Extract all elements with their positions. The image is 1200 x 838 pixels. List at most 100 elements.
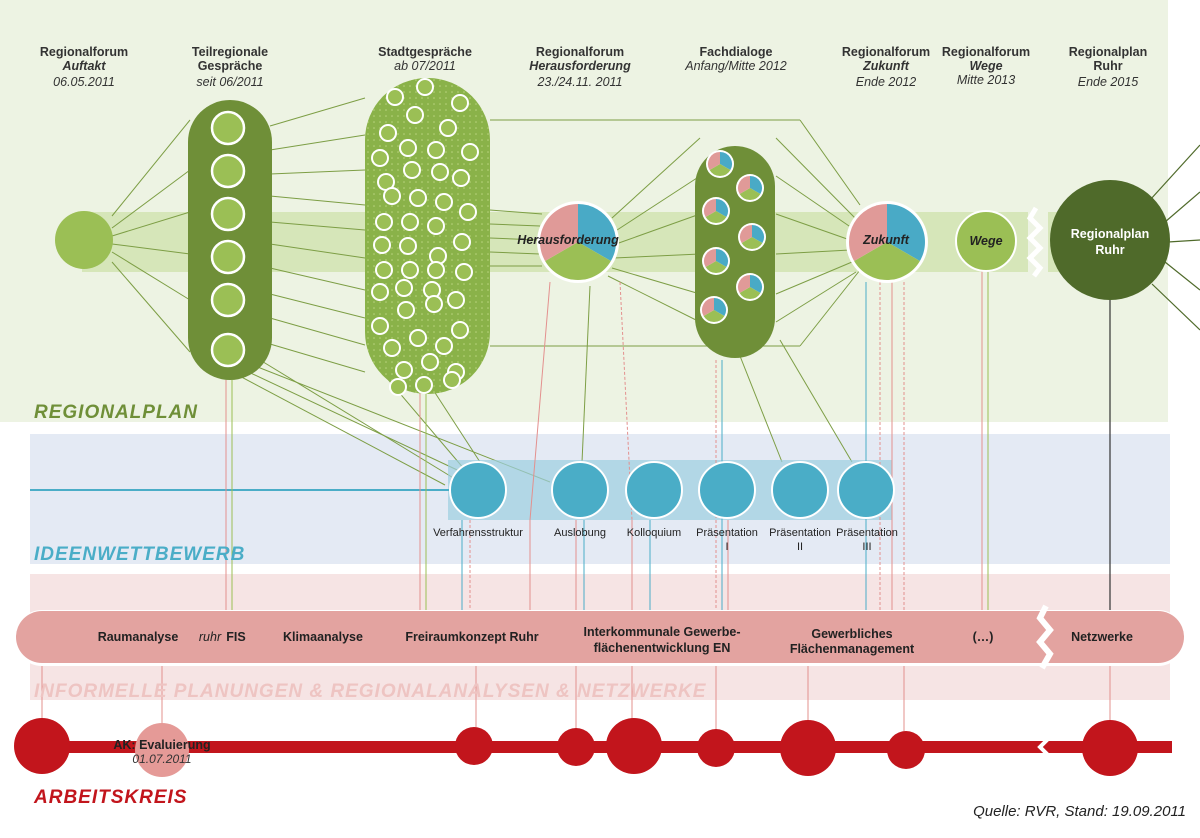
section-arbeitskreis: ARBEITSKREIS (33, 787, 187, 808)
stadtgespraeche-circle (443, 371, 461, 389)
competition-step-circle (698, 461, 756, 519)
stadtgespraeche-circle (386, 88, 404, 106)
analysis-klimaanalyse: Klimaanalyse (283, 630, 363, 644)
herausforderung-pie (537, 201, 619, 283)
competition-step-labels: Verfahrensstruktur Auslobung Kolloquium … (433, 527, 898, 553)
pie-slice-red (708, 152, 720, 170)
stadtgespraeche-circle (383, 187, 401, 205)
zukunft-label: Zukunft (862, 233, 910, 247)
milestone-6-line2: Zukunft (862, 59, 910, 73)
milestone-2-line1: Teilregionale (192, 45, 268, 59)
stadtgespraeche-circles (371, 78, 479, 396)
analysis-raumanalyse: Raumanalyse (98, 630, 179, 644)
competition-step-circle (837, 461, 895, 519)
arbeitskreis-circles (14, 718, 1138, 777)
milestone-5-line1: Fachdialoge (700, 45, 773, 59)
step-praesentation-3-num: III (862, 541, 871, 553)
stadtgespraeche-circle (401, 261, 419, 279)
pie-slice-green (705, 211, 727, 224)
step-auslobung: Auslobung (554, 527, 606, 539)
teilregionale-circle (210, 239, 246, 275)
stadtgespraeche-circle (371, 149, 389, 167)
milestone-7-line1: Regionalforum (942, 45, 1030, 59)
analysis-gewerbe-line2: flächenentwicklung EN (594, 641, 731, 655)
milestone-8-line1: Regionalplan (1069, 45, 1147, 59)
milestone-1-line3: 06.05.2011 (53, 75, 115, 89)
milestone-labels: Regionalforum Auftakt 06.05.2011 Teilreg… (40, 45, 1147, 89)
section-ideenwettbewerb: IDEENWETTBEWERB (34, 544, 245, 565)
pie-slice-blue (716, 249, 728, 267)
stadtgespraeche-circle (459, 203, 477, 221)
arbeitskreis-circle (887, 731, 925, 769)
stadtgespraeche-circle (427, 261, 445, 279)
pie-slice-red (704, 199, 716, 217)
step-praesentation-2: Präsentation (769, 527, 831, 539)
milestone-5-line2: Anfang/Mitte 2012 (684, 59, 787, 73)
milestone-7-line3: Mitte 2013 (957, 73, 1015, 87)
pie-slice-blue (716, 199, 728, 217)
step-verfahrensstruktur: Verfahrensstruktur (433, 527, 523, 539)
pie-slice-green (739, 188, 761, 201)
stadtgespraeche-circle (421, 353, 439, 371)
timeline-break-top (1026, 206, 1044, 278)
analysis-freiraum: Freiraumkonzept Ruhr (405, 630, 538, 644)
arbeitskreis-circle (455, 727, 493, 765)
vertical-link-lines (225, 270, 1111, 740)
teilregionale-circle (210, 332, 246, 368)
stadtgespraeche-circle (447, 291, 465, 309)
milestone-4-line2: Herausforderung (529, 59, 631, 73)
pie-slice-blue (887, 204, 925, 261)
analysis-ellipsis: (…) (973, 630, 994, 644)
regionalplan-rays (1149, 144, 1200, 331)
pie-slice-red (702, 298, 714, 316)
wege-label: Wege (969, 234, 1002, 248)
regionalplan-node-line2: Ruhr (1095, 243, 1124, 257)
stadtgespraeche-circle (451, 94, 469, 112)
pie-slice-red (738, 275, 750, 293)
section-regionalplan: REGIONALPLAN (34, 402, 198, 423)
pie-slice-green (741, 237, 763, 250)
analysis-gewerbe-line1: Interkommunale Gewerbe- (584, 625, 741, 639)
stadtgespraeche-circle (401, 213, 419, 231)
stadtgespraeche-circle (406, 106, 424, 124)
teilregionale-circles (210, 110, 246, 368)
analysis-bar-labels: Raumanalyse ruhr FIS Klimaanalyse Freira… (98, 625, 1133, 656)
arbeitskreis-circle (557, 728, 595, 766)
milestone-2-line2: Gespräche (198, 59, 263, 73)
analysis-bar (16, 611, 1184, 663)
arbeitskreis-break (1037, 732, 1049, 762)
milestone-8-line3: Ende 2015 (1078, 75, 1139, 89)
stadtgespraeche-circle (427, 141, 445, 159)
pie-slice-red (848, 204, 887, 261)
stadtgespraeche-circle (395, 279, 413, 297)
fachdialoge-pies (700, 150, 766, 324)
analysis-fis: FIS (226, 630, 245, 644)
teilregionale-circle (210, 110, 246, 146)
stadtgespraeche-circle (431, 163, 449, 181)
pie-slice-blue (714, 298, 727, 316)
stadtgespraeche-circle (427, 217, 445, 235)
pie-slice-red (738, 176, 750, 194)
stadtgespraeche-circle (389, 378, 407, 396)
stadtgespraeche-circle (455, 263, 473, 281)
pie-slice-red (704, 249, 716, 267)
stadtgespraeche-circle (451, 321, 469, 339)
pie-slice-blue (578, 204, 616, 261)
milestone-1-line2: Auftakt (61, 59, 106, 73)
milestone-7-line2: Wege (969, 59, 1002, 73)
ak-evaluierung-line1: AK: Evaluierung (113, 738, 210, 752)
stadtgespraeche-circle (435, 193, 453, 211)
step-praesentation-3: Präsentation (836, 527, 898, 539)
milestone-3-line1: Stadtgespräche (378, 45, 472, 59)
milestone-4-line1: Regionalforum (536, 45, 624, 59)
competition-step-circle (551, 461, 609, 519)
pie-slice-blue (750, 275, 763, 293)
competition-step-circle (449, 461, 507, 519)
stadtgespraeche-circle (379, 124, 397, 142)
stadtgespraeche-circle (452, 169, 470, 187)
milestone-6-line3: Ende 2012 (856, 75, 917, 89)
arbeitskreis-circle (697, 729, 735, 767)
arbeitskreis-circle (14, 718, 70, 774)
